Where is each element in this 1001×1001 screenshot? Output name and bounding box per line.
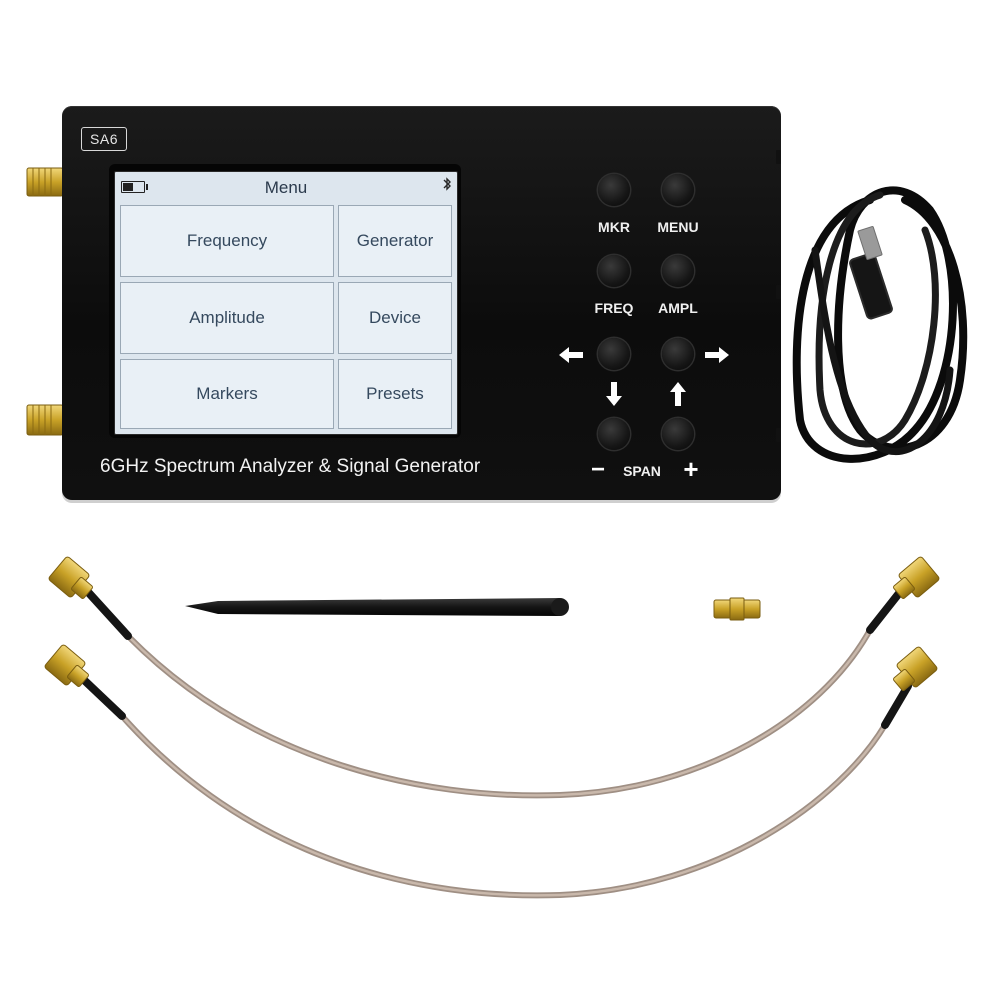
menu-tile-amplitude[interactable]: Amplitude	[120, 282, 334, 354]
menu-label: MENU	[657, 219, 699, 235]
arrow-up-icon	[670, 382, 686, 406]
span-label: SPAN	[623, 463, 661, 479]
stylus	[185, 598, 569, 616]
freq-label: FREQ	[594, 300, 634, 316]
arrow-left-icon	[559, 347, 583, 363]
menu-tile-device[interactable]: Device	[338, 282, 452, 354]
device-side-notch	[776, 428, 781, 442]
cable-1-connector-right	[893, 556, 940, 599]
mkr-label: MKR	[598, 219, 630, 235]
right-button[interactable]	[662, 338, 694, 370]
cable-1-connector-left	[48, 556, 93, 599]
menu-button[interactable]	[662, 174, 694, 206]
rf-cable-1	[84, 588, 904, 799]
rf-cable-2	[80, 676, 912, 899]
sma-adapter	[713, 597, 761, 621]
usb-cable	[792, 186, 968, 463]
device-side-notch	[776, 285, 781, 299]
span-minus-button[interactable]	[598, 418, 630, 450]
arrow-right-icon	[705, 347, 729, 363]
freq-button[interactable]	[598, 255, 630, 287]
sma-port-top	[26, 167, 64, 197]
model-badge: SA6	[81, 127, 127, 151]
battery-icon	[121, 181, 148, 193]
ampl-label: AMPL	[658, 300, 698, 316]
menu-title: Menu	[264, 178, 308, 197]
cable-2-connector-left	[44, 644, 89, 687]
device-side-notch	[776, 150, 781, 164]
bluetooth-icon	[443, 177, 451, 191]
menu-tile-markers[interactable]: Markers	[120, 359, 334, 429]
menu-tile-presets[interactable]: Presets	[338, 359, 452, 429]
cable-2-connector-right	[893, 646, 938, 691]
arrow-down-icon	[606, 382, 622, 406]
menu-tile-frequency[interactable]: Frequency	[120, 205, 334, 277]
ampl-button[interactable]	[662, 255, 694, 287]
touch-screen: Menu Frequency Generator Amplitude Devic…	[114, 171, 458, 435]
mkr-button[interactable]	[598, 174, 630, 206]
span-plus-button[interactable]	[662, 418, 694, 450]
minus-glyph: −	[590, 456, 605, 483]
device-caption: 6GHz Spectrum Analyzer & Signal Generato…	[100, 456, 481, 477]
screen-header: Menu	[115, 172, 457, 202]
left-button[interactable]	[598, 338, 630, 370]
plus-glyph: +	[683, 454, 699, 484]
menu-tile-generator[interactable]: Generator	[338, 205, 452, 277]
sma-port-bottom	[26, 404, 64, 436]
